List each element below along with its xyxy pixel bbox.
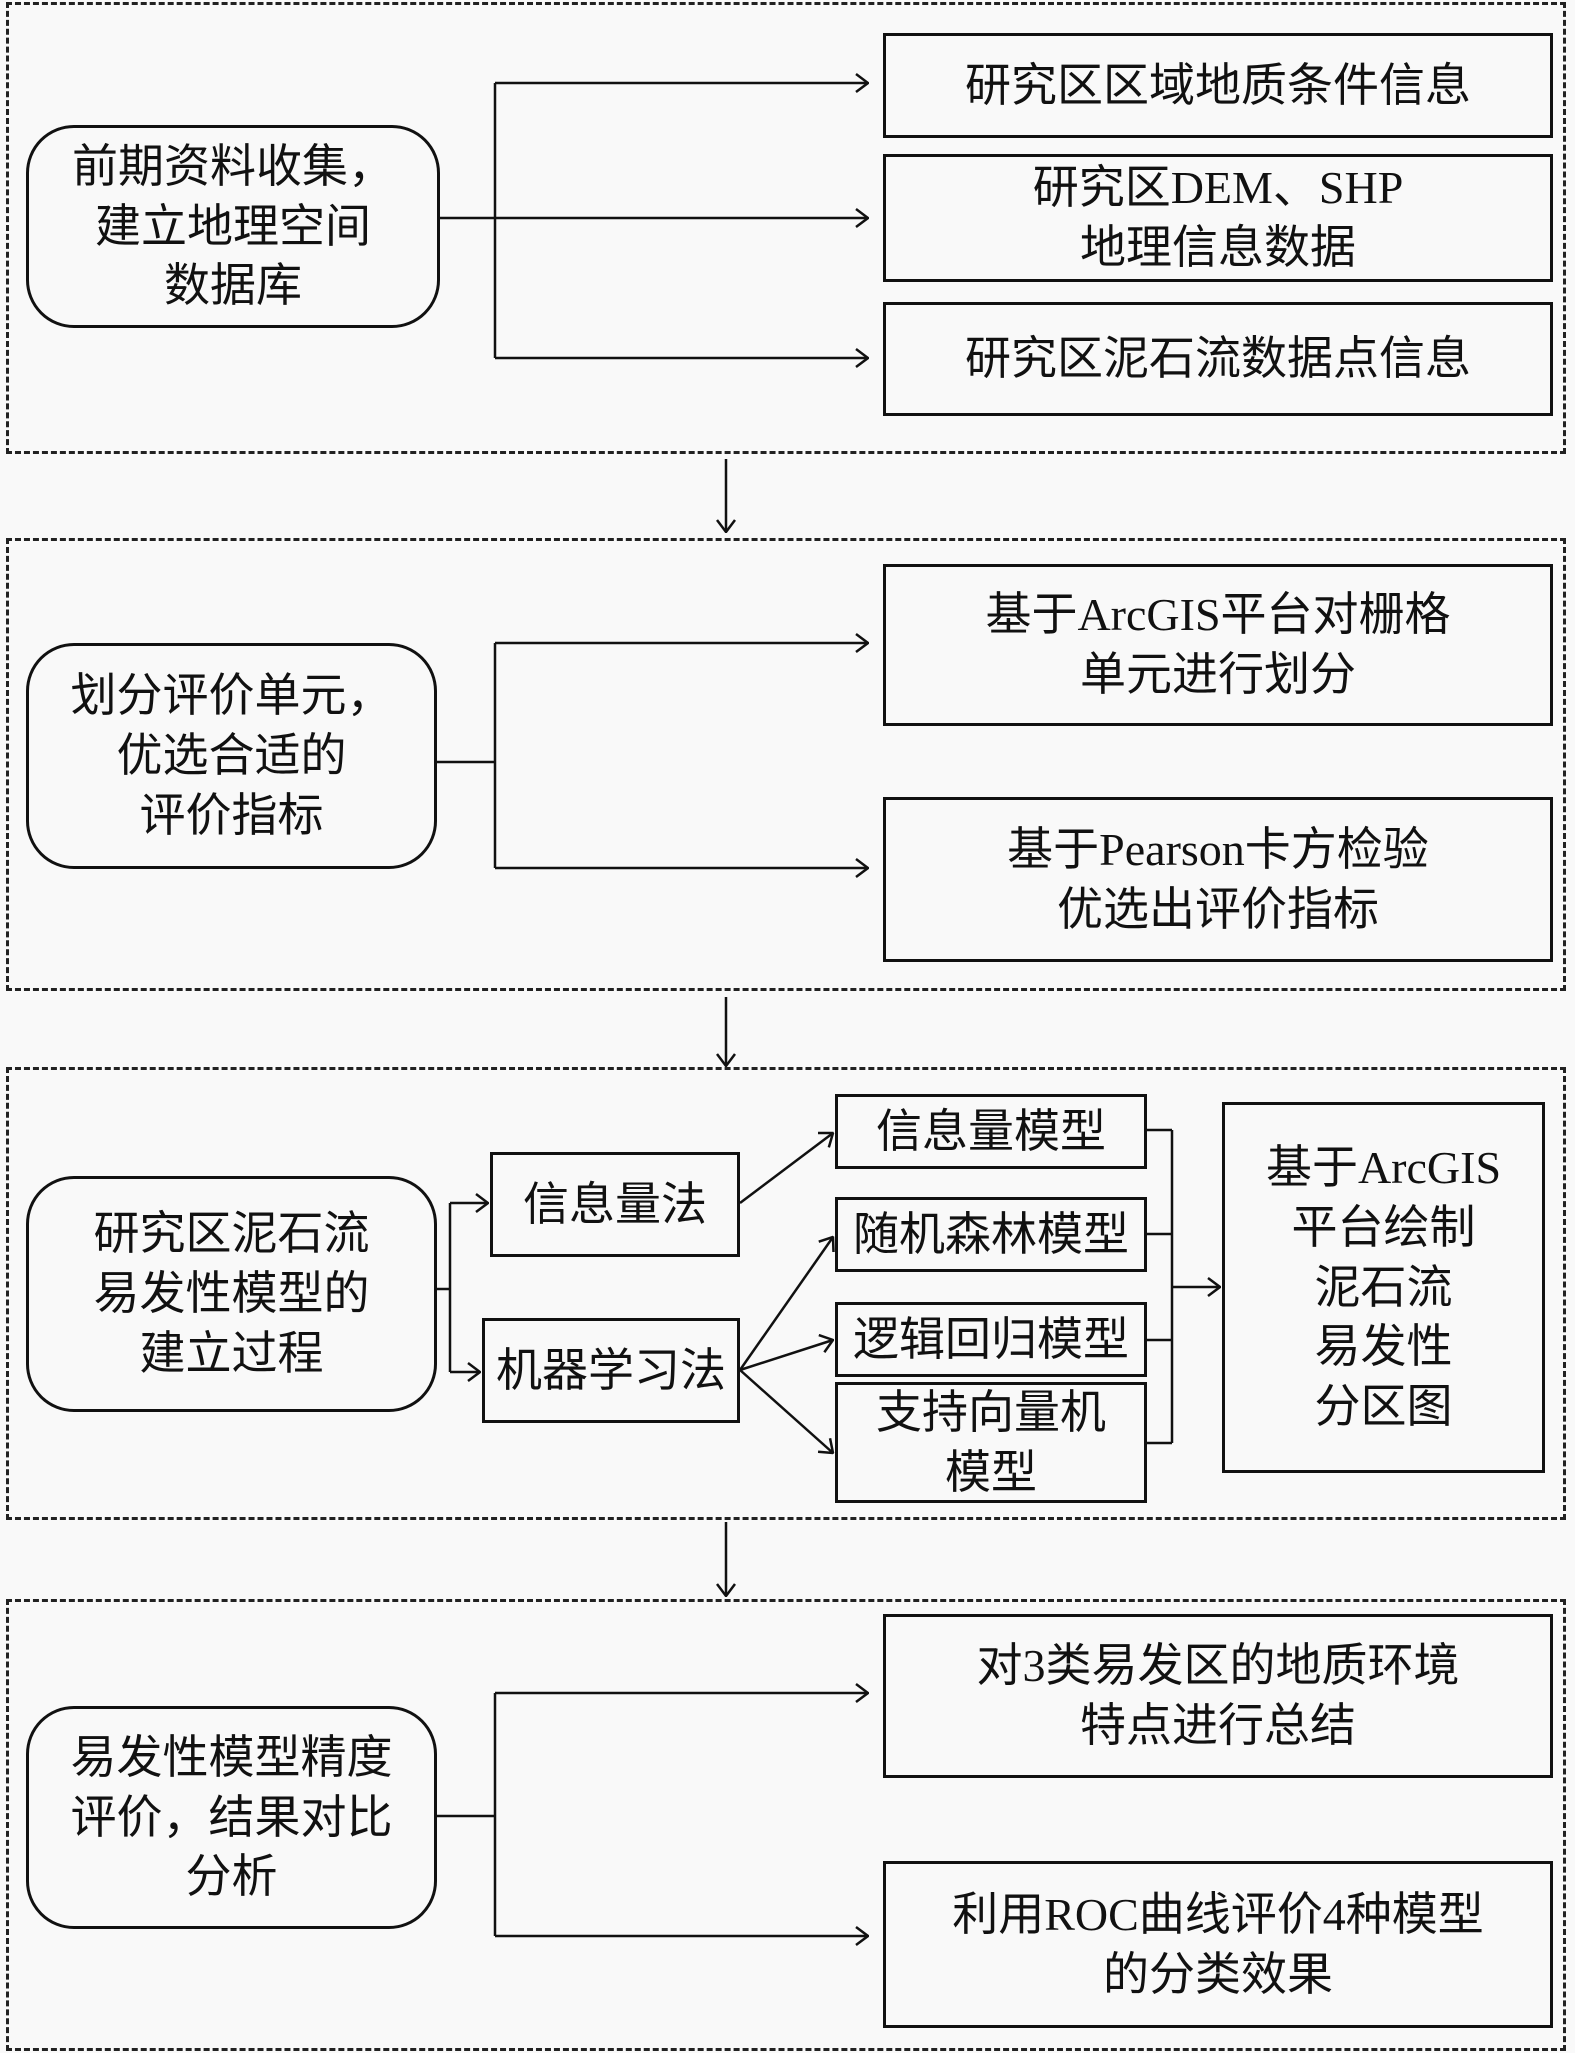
model-information-value: 信息量模型 xyxy=(835,1094,1147,1169)
stage-2-panel xyxy=(6,538,1566,991)
model-logistic-regression: 逻辑回归模型 xyxy=(835,1302,1147,1377)
stage-1-output-1: 研究区区域地质条件信息 xyxy=(883,33,1553,138)
model-svm: 支持向量机 模型 xyxy=(835,1382,1147,1503)
stage-1-panel xyxy=(6,2,1566,454)
stage-2-output-2: 基于Pearson卡方检验 优选出评价指标 xyxy=(883,797,1553,962)
method-information-value: 信息量法 xyxy=(490,1152,740,1257)
stage-4-output-2: 利用ROC曲线评价4种模型 的分类效果 xyxy=(883,1861,1553,2028)
stage-1-output-3: 研究区泥石流数据点信息 xyxy=(883,302,1553,416)
stage-1-output-2: 研究区DEM、SHP 地理信息数据 xyxy=(883,154,1553,282)
stage-4-panel xyxy=(6,1599,1566,2051)
stage-3-panel xyxy=(6,1067,1566,1520)
model-random-forest: 随机森林模型 xyxy=(835,1197,1147,1272)
stage-2-main-box: 划分评价单元， 优选合适的 评价指标 xyxy=(26,643,437,869)
stage-1-main-box: 前期资料收集， 建立地理空间 数据库 xyxy=(26,125,440,328)
stage-4-output-1: 对3类易发区的地质环境 特点进行总结 xyxy=(883,1614,1553,1778)
stage-2-output-1: 基于ArcGIS平台对栅格 单元进行划分 xyxy=(883,564,1553,726)
stage-4-main-box: 易发性模型精度 评价，结果对比 分析 xyxy=(26,1706,437,1929)
stage-3-result-box: 基于ArcGIS 平台绘制 泥石流 易发性 分区图 xyxy=(1222,1102,1545,1473)
stage-3-main-box: 研究区泥石流 易发性模型的 建立过程 xyxy=(26,1176,437,1412)
method-machine-learning: 机器学习法 xyxy=(482,1318,740,1423)
